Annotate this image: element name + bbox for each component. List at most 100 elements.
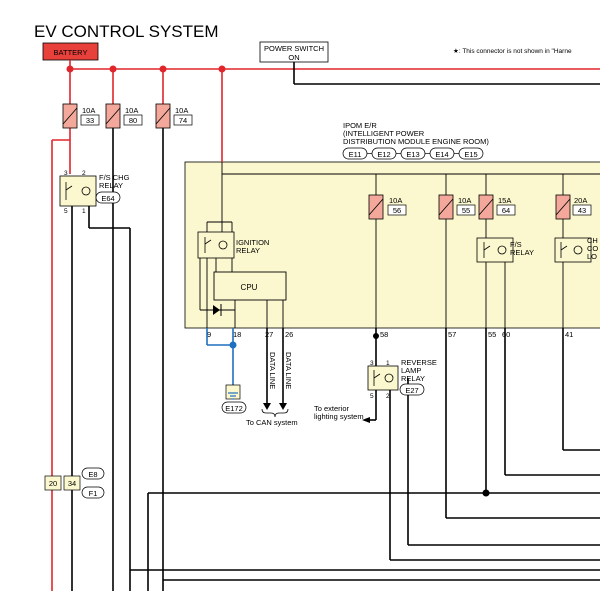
cpu-box (213, 271, 287, 301)
ignition-relay-label-2: RELAY (236, 246, 260, 255)
chg-relay-label-1: CH (587, 236, 598, 245)
fuse-33-rating: 10A (82, 106, 95, 115)
data-line-arrow-1 (263, 403, 271, 410)
power-wires (51, 60, 600, 591)
fuse-80-number: 80 (129, 116, 137, 125)
reverse-connector-pill (399, 383, 425, 396)
fuse-55-rating: 10A (458, 196, 471, 205)
fuse-55: 10A 55 (438, 194, 476, 220)
joint-f1-pill (81, 486, 105, 499)
chg-relay-label-2: CO (587, 244, 598, 253)
power-switch-label: POWER SWITCH (264, 44, 324, 53)
ignition-relay-label: IGNITION (236, 238, 269, 247)
joint-pin-20: 20 (49, 479, 57, 488)
reverse-pin-5: 5 (370, 393, 374, 400)
reverse-pin-1: 1 (386, 360, 390, 367)
to-exterior-1: To exterior (314, 404, 350, 413)
ipom-title: IPOM E/R (343, 121, 377, 130)
reverse-relay-label-1: REVERSE (401, 358, 437, 367)
can-brace (261, 408, 289, 418)
fuse-64-number: 64 (502, 206, 510, 215)
fs-relay (476, 237, 514, 263)
fs-relay-label-2: RELAY (510, 248, 534, 257)
ground-symbol (225, 384, 241, 400)
pin-60: 60 (502, 330, 510, 339)
fuse-80: 10A 80 (105, 103, 143, 129)
diode-icon (213, 305, 220, 315)
cpu-label: CPU (241, 283, 258, 292)
ipom-subtitle-1: (INTELLIGENT POWER (343, 129, 425, 138)
power-junctions (66, 65, 226, 73)
fuse-56-number: 56 (393, 206, 401, 215)
pin-57: 57 (448, 330, 456, 339)
ipom-connector-e15: E15 (464, 150, 477, 159)
reverse-connector: E27 (405, 386, 418, 395)
data-line-label-2: DATA LINE (284, 352, 293, 389)
ground-junction (229, 341, 237, 349)
fuse-74-rating: 10A (175, 106, 188, 115)
fuse-33-number: 33 (86, 116, 94, 125)
pin-27: 27 (265, 330, 273, 339)
diagram-title: EV CONTROL SYSTEM (34, 22, 219, 41)
ipom-internal-wires (199, 162, 600, 328)
exterior-arrow (362, 417, 370, 423)
fuse-33: 10A 33 (62, 103, 100, 129)
fuse-64: 15A 64 (478, 194, 516, 220)
pin-41: 41 (565, 330, 573, 339)
fuse-64-rating: 15A (498, 196, 511, 205)
ignition-relay (197, 231, 235, 259)
ipom-connector-e14: E14 (435, 150, 448, 159)
fuse-56: 10A 56 (368, 194, 407, 220)
fs-chg-pin-3: 3 (64, 170, 68, 177)
fs-chg-pin-5: 5 (64, 208, 68, 215)
ipom-connector-e13: E13 (406, 150, 419, 159)
reverse-relay-label-3: RELAY (401, 374, 425, 383)
reverse-relay-label-2: LAMP (401, 366, 421, 375)
ipom-connector-e11: E11 (349, 150, 362, 159)
fs-chg-relay-label: F/S CHG (99, 173, 130, 182)
pin-55: 55 (488, 330, 496, 339)
ground-connector: E172 (225, 404, 243, 413)
fuse-43: 20A 43 (555, 194, 592, 220)
ground-connector-pill (221, 401, 247, 414)
data-line-arrow-2 (279, 403, 287, 410)
fs-chg-relay: 3 2 5 1 (59, 170, 97, 215)
fs-relay-label: F/S (510, 240, 522, 249)
connector-note: ★: This connector is not shown in "Harne (453, 48, 572, 55)
reverse-pin-2: 2 (386, 393, 390, 400)
joint-e8-pill (81, 467, 105, 480)
pin-58: 58 (380, 330, 388, 339)
chg-relay-partial (554, 237, 592, 263)
data-line-label-1: DATA LINE (268, 352, 277, 389)
pin-18: 18 (233, 330, 241, 339)
fuse-55-number: 55 (462, 206, 470, 215)
fs-chg-relay-label-2: RELAY (99, 181, 123, 190)
fuse-74: 10A 74 (155, 103, 193, 129)
joint-connector-f1: F1 (89, 489, 98, 498)
reverse-pin-3: 3 (370, 360, 374, 367)
fuse-80-rating: 10A (125, 106, 138, 115)
joint-pin-34: 34 (68, 479, 76, 488)
to-exterior-2: lighting system (314, 412, 364, 421)
ipom-subtitle-2: DISTRIBUTION MODULE ENGINE ROOM) (343, 137, 489, 146)
signal-wires (71, 62, 600, 591)
fs-chg-pin-2: 2 (82, 170, 86, 177)
ipom-pin-labels: 9 18 27 26 58 57 55 60 41 (207, 330, 573, 339)
fs-chg-connector-pill (95, 191, 121, 204)
fuse-43-rating: 20A (574, 196, 587, 205)
chg-relay-label-3: LO (587, 252, 597, 261)
fs-chg-connector: E64 (101, 194, 114, 203)
power-switch-state: ON (288, 53, 299, 62)
ipom-connector-e12: E12 (377, 150, 390, 159)
joint-connector-e8: E8 (88, 470, 97, 479)
fuse-56-rating: 10A (389, 196, 402, 205)
signal-junctions (373, 333, 490, 497)
battery-label: BATTERY (54, 48, 88, 57)
pin-26: 26 (285, 330, 293, 339)
reverse-lamp-relay: 3 1 5 2 (367, 360, 399, 400)
to-can-system: To CAN system (246, 418, 298, 427)
ipom-connectors: E11 E12 E13 E14 E15 (342, 147, 484, 160)
fs-chg-pin-1: 1 (82, 208, 86, 215)
